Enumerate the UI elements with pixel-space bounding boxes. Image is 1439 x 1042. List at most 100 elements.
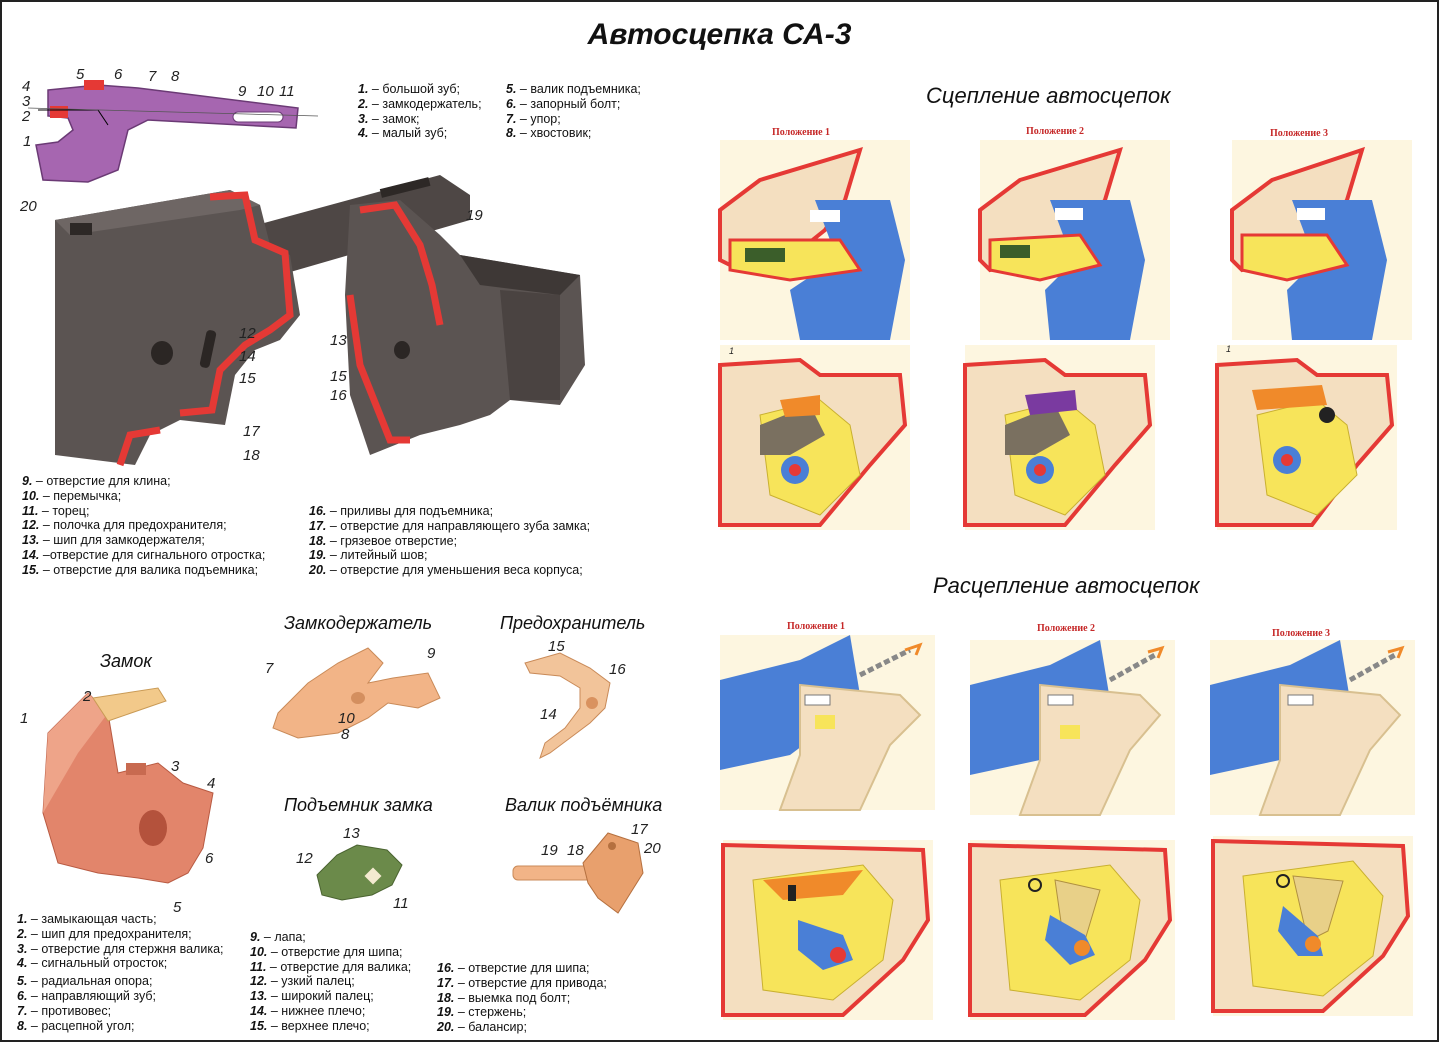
callout-body-13: 13 — [330, 332, 347, 349]
callout-top-4: 4 — [22, 78, 31, 95]
uncoupling-mechanism-view-3 — [1211, 836, 1413, 1016]
legend-body-16-20: 16. – приливы для подъемника; 17. – отве… — [309, 504, 590, 578]
callout-lock-6: 6 — [205, 850, 214, 867]
legend-body-5-8: 5. – валик подъемника; 6. – запорный бол… — [506, 82, 641, 141]
callout-lock-2: 2 — [83, 688, 92, 705]
coupler-body-drawing — [55, 175, 585, 467]
legend-parts-1-8: 1. – замыкающая часть; 2. – шип для пред… — [17, 912, 224, 1033]
uncoupling-top-view-1 — [720, 635, 935, 811]
section-title-uncoupling: Расцепление автосцепок — [933, 573, 1200, 598]
lock-drawing — [42, 687, 214, 884]
uncoupling-position-1: Положение 1 — [787, 621, 846, 632]
legend-row: 18. – выемка под болт; — [437, 990, 571, 1005]
legend-row: 17. – отверстие для направляющего зуба з… — [309, 518, 591, 533]
part-title-safety: Предохранитель — [500, 613, 646, 633]
part-title-lock-holder: Замкодержатель — [284, 613, 433, 633]
legend-row: 12. – узкий палец; — [250, 974, 355, 989]
coupling-position-3: Положение 3 — [1270, 128, 1329, 139]
lifter-drawing — [316, 844, 403, 901]
callout-body-20: 20 — [20, 198, 37, 215]
legend-row: 4. – малый зуб; — [358, 126, 448, 141]
callout-lock-3: 3 — [171, 758, 180, 775]
legend-row: 14. – нижнее плечо; — [250, 1003, 366, 1018]
callout-top-10: 10 — [257, 83, 274, 100]
coupling-top-view-3 — [1230, 140, 1412, 340]
coupling-top-view-1 — [718, 140, 910, 340]
callout-body-18: 18 — [243, 447, 260, 464]
coupling-mechanism-view-3 — [1215, 345, 1397, 530]
legend-row: 12. – полочка для предохранителя; — [22, 518, 227, 533]
callout-safety-14: 14 — [540, 706, 557, 723]
part-title-shaft: Валик подъёмника — [505, 795, 663, 815]
legend-row: 3. – отверстие для стержня валика; — [17, 941, 224, 956]
callout-lifter-11: 11 — [393, 895, 409, 912]
legend-row: 15. – верхнее плечо; — [250, 1018, 370, 1033]
callout-top-2: 2 — [22, 108, 31, 125]
callout-body-16: 16 — [330, 387, 347, 404]
legend-row: 3. – замок; — [358, 111, 420, 126]
callout-lock-5: 5 — [173, 899, 182, 916]
page-title: Автосцепка СА-3 — [587, 18, 852, 51]
legend-row: 16. – приливы для подъемника; — [309, 504, 494, 518]
legend-row: 6. – запорный болт; — [506, 96, 621, 111]
coupling-mechanism-view-2 — [963, 345, 1155, 530]
callout-holder-8: 8 — [341, 726, 350, 743]
legend-row: 17. – отверстие для привода; — [437, 975, 607, 990]
callout-holder-10: 10 — [338, 710, 355, 727]
legend-row: 9. – лапа; — [250, 930, 306, 944]
callout-body-12: 12 — [239, 325, 256, 342]
legend-parts-9-15: 9. – лапа; 10. – отверстие для шипа; 11.… — [250, 930, 411, 1034]
legend-row: 2. – шип для предохранителя; — [17, 926, 192, 941]
callout-top-8: 8 — [171, 68, 180, 85]
callout-body-19: 19 — [466, 207, 483, 224]
legend-row: 1. – большой зуб; — [358, 82, 461, 96]
legend-row: 7. – противовес; — [17, 1003, 112, 1018]
legend-row: 8. – расцепной угол; — [17, 1018, 135, 1033]
legend-row: 13. – шип для замкодержателя; — [22, 533, 205, 548]
callout-shaft-17: 17 — [631, 821, 648, 838]
part-title-lifter: Подъемник замка — [284, 795, 433, 815]
lock-holder-drawing — [272, 647, 441, 739]
legend-row: 7. – упор; — [506, 111, 561, 126]
callout-safety-15: 15 — [548, 638, 565, 655]
uncoupling-position-2: Положение 2 — [1037, 623, 1096, 634]
coupling-top-view-2 — [978, 140, 1170, 340]
uncoupling-top-view-2 — [970, 640, 1175, 816]
callout-safety-16: 16 — [609, 661, 626, 678]
legend-row: 20. – балансир; — [437, 1020, 527, 1035]
coupler-profile-drawing — [27, 80, 319, 183]
legend-row: 4. – сигнальный отросток; — [17, 956, 168, 971]
callout-body-15: 15 — [239, 370, 256, 387]
legend-parts-16-20: 16. – отверстие для шипа; 17. – отверсти… — [437, 961, 607, 1035]
callout-lifter-12: 12 — [296, 850, 313, 867]
callout-shaft-19: 19 — [541, 842, 558, 859]
callout-coupling-1a: 1 — [729, 346, 735, 356]
callout-top-5: 5 — [76, 66, 85, 83]
legend-row: 18. – грязевое отверстие; — [309, 533, 458, 548]
legend-row: 13. – широкий палец; — [250, 989, 374, 1004]
callout-top-7: 7 — [148, 68, 157, 85]
legend-row: 6. – направляющий зуб; — [17, 988, 156, 1003]
legend-body-9-15: 9. – отверстие для клина; 10. – перемычк… — [22, 474, 265, 578]
legend-body-1-4: 1. – большой зуб; 2. – замкодержатель; 3… — [358, 82, 482, 141]
callout-holder-7: 7 — [265, 660, 274, 677]
callout-body-14: 14 — [239, 348, 256, 365]
legend-row: 14. –отверстие для сигнального отростка; — [22, 547, 266, 562]
legend-row: 15. – отверстие для валика подъемника; — [22, 562, 259, 577]
legend-row: 19. – стержень; — [437, 1005, 527, 1020]
legend-row: 8. – хвостовик; — [506, 126, 592, 141]
legend-row: 5. – валик подъемника; — [506, 82, 641, 96]
part-title-lock: Замок — [100, 651, 152, 671]
safety-drawing — [524, 652, 611, 759]
callout-top-1: 1 — [23, 133, 32, 150]
legend-row: 20. – отверстие для уменьшения веса корп… — [309, 563, 583, 578]
legend-row: 1. – замыкающая часть; — [17, 912, 157, 926]
callout-top-6: 6 — [114, 66, 123, 83]
legend-row: 10. – отверстие для шипа; — [250, 944, 403, 959]
legend-row: 2. – замкодержатель; — [358, 96, 482, 111]
callout-lifter-13: 13 — [343, 825, 360, 842]
uncoupling-mechanism-view-1 — [721, 840, 933, 1020]
shaft-drawing — [512, 832, 644, 914]
callout-lock-1: 1 — [20, 710, 29, 727]
